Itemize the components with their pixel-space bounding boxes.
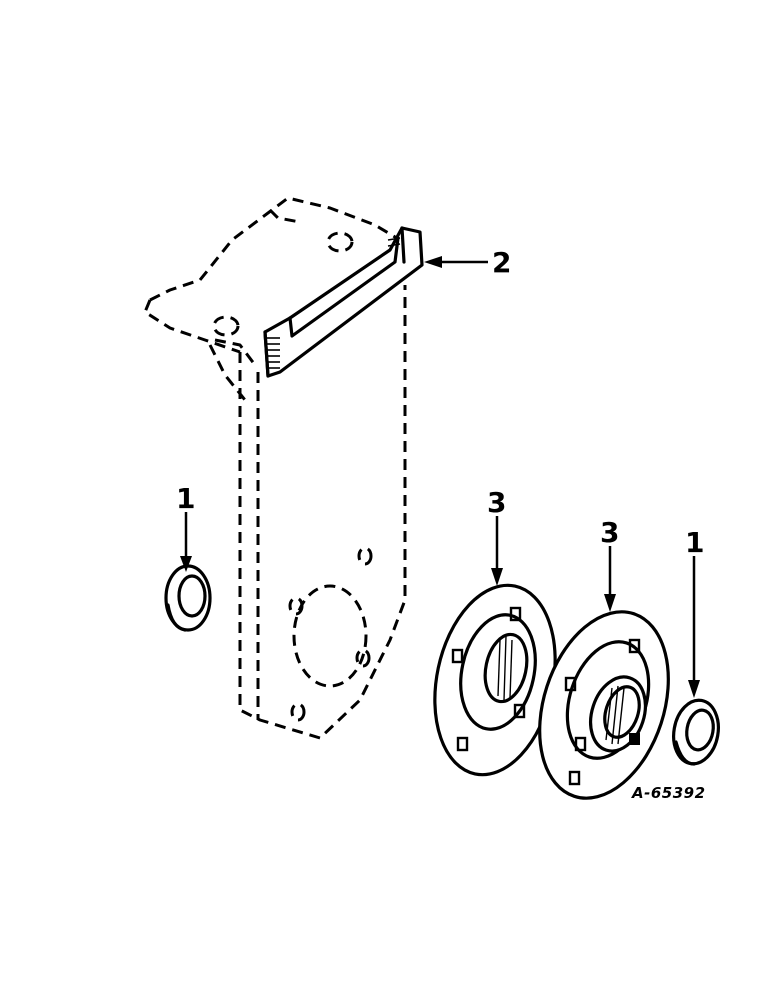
seal-right [672,698,720,766]
callout-seal-left: 1 [176,482,195,515]
figure-reference: A-65392 [631,784,706,802]
support-bracket-phantom [143,196,407,740]
bearing-flange-right [538,610,670,800]
callout-seal-right: 1 [685,526,704,559]
callout-bearing-left: 3 [487,486,506,519]
bearing-flange-left [433,583,557,777]
callout-bearing-right: 3 [600,516,619,549]
wear-strip [263,226,424,378]
leader-lines [180,256,700,698]
seal-left [164,564,212,632]
callout-wear-strip: 2 [492,246,511,279]
